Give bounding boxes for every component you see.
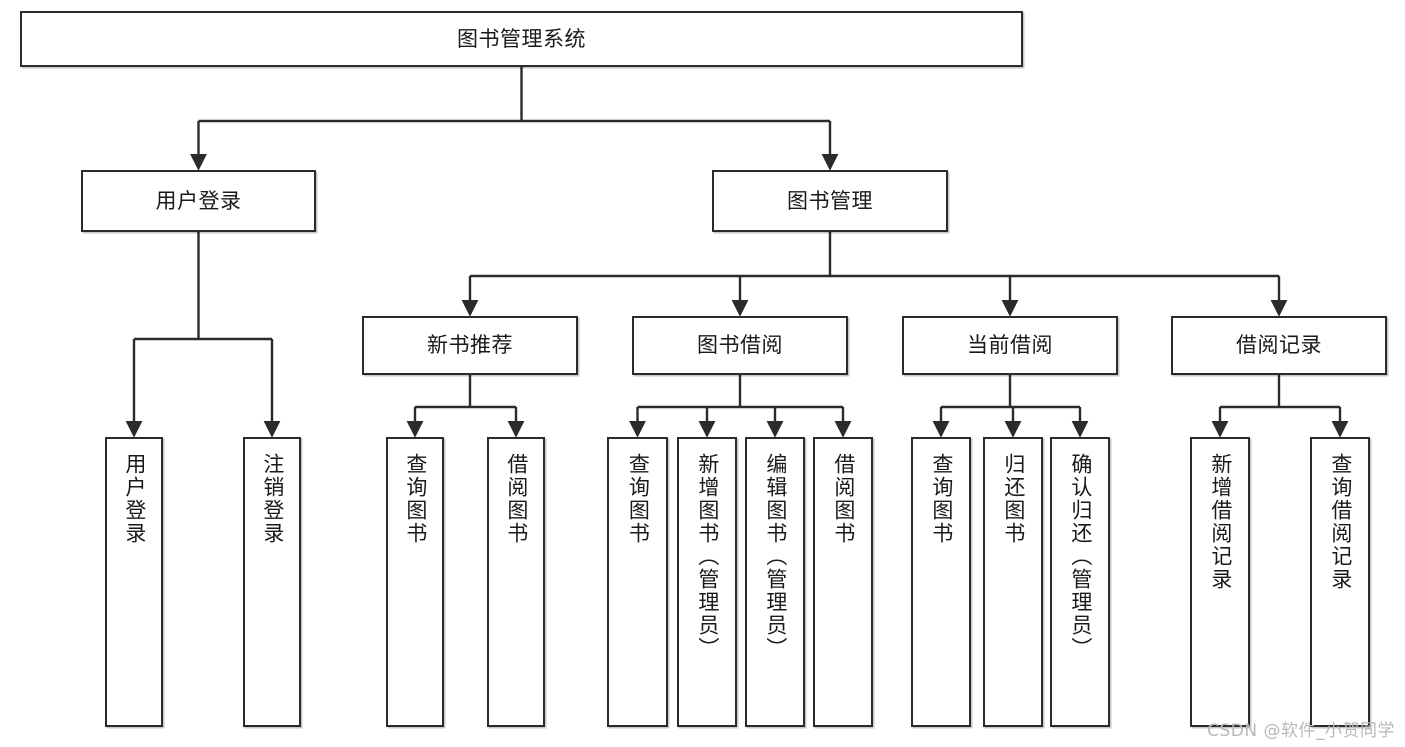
node-l-cu-query[interactable]: 查询图书 [911,437,971,727]
node-label: 注销登录 [260,453,285,545]
watermark: CSDN @软件_小贺同学 [1207,721,1395,741]
node-l-re-add[interactable]: 新增借阅记录 [1190,437,1250,727]
node-l-logout[interactable]: 注销登录 [243,437,301,727]
node-label: 查询借阅记录 [1328,453,1353,591]
edge-paths [125,67,1349,438]
node-label: 图书管理 [787,188,873,213]
node-l-bo-edit[interactable]: 编辑图书（管理员） [745,437,805,727]
node-label: 新增图书（管理员） [695,453,720,660]
node-l-cu-confirm[interactable]: 确认归还（管理员） [1050,437,1110,727]
node-l-bo-add[interactable]: 新增图书（管理员） [677,437,737,727]
node-borrow[interactable]: 图书借阅 [632,316,848,375]
node-l-cu-return[interactable]: 归还图书 [983,437,1043,727]
node-label: 当前借阅 [967,333,1053,358]
node-label: 查询图书 [403,453,428,545]
node-newbook[interactable]: 新书推荐 [362,316,578,375]
node-label: 查询图书 [929,453,954,545]
node-label: 借阅记录 [1236,333,1322,358]
node-label: 确认归还（管理员） [1068,453,1093,660]
node-label: 归还图书 [1001,453,1026,545]
node-root[interactable]: 图书管理系统 [20,11,1023,67]
node-records[interactable]: 借阅记录 [1171,316,1387,375]
node-label: 用户登录 [155,188,242,213]
node-l-nb-query[interactable]: 查询图书 [386,437,444,727]
node-label: 图书借阅 [697,333,783,358]
node-login[interactable]: 用户登录 [81,170,316,232]
node-label: 新书推荐 [427,333,513,358]
node-l-login[interactable]: 用户登录 [105,437,163,727]
node-label: 查询图书 [626,453,651,545]
node-label: 新增借阅记录 [1208,453,1233,591]
node-bookmgr[interactable]: 图书管理 [712,170,948,232]
node-label: 图书管理系统 [457,26,586,51]
node-label: 借阅图书 [831,453,856,545]
node-l-nb-borrow[interactable]: 借阅图书 [487,437,545,727]
node-label: 用户登录 [122,453,147,545]
node-label: 编辑图书（管理员） [763,453,788,660]
node-label: 借阅图书 [504,453,529,545]
node-current[interactable]: 当前借阅 [902,316,1118,375]
node-l-re-query[interactable]: 查询借阅记录 [1310,437,1370,727]
node-l-bo-borrow[interactable]: 借阅图书 [813,437,873,727]
node-l-bo-query[interactable]: 查询图书 [607,437,668,727]
